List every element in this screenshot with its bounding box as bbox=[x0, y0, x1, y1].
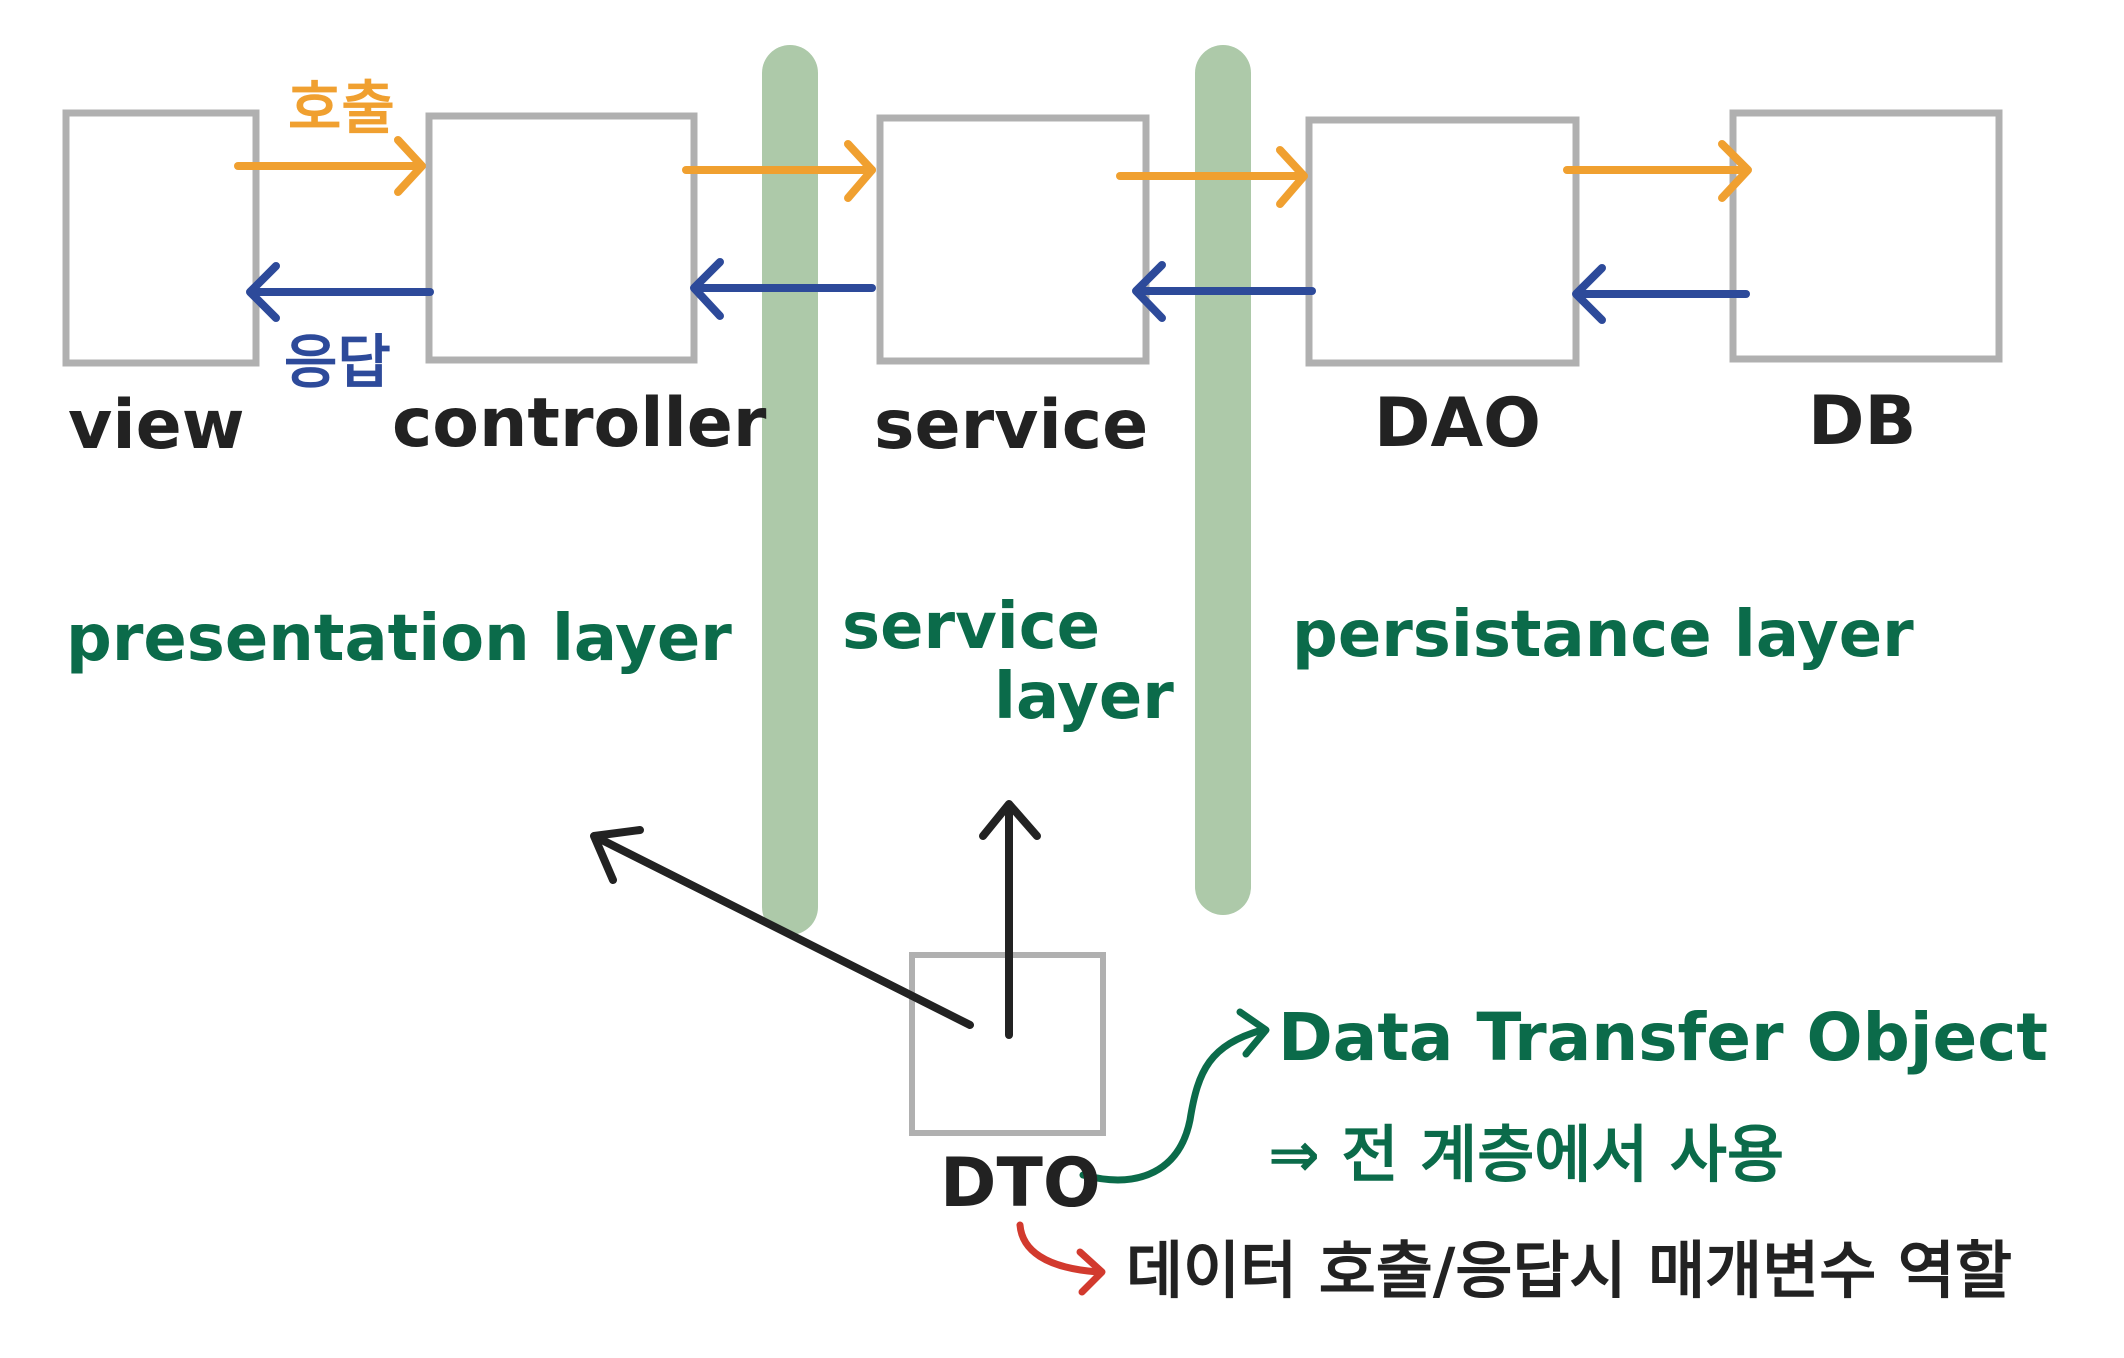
call-arrow-dao-db bbox=[1563, 140, 1752, 202]
response-label: 응답 bbox=[284, 328, 391, 396]
call-arrow-view-controller bbox=[234, 136, 426, 196]
dao-label: DAO bbox=[1374, 384, 1541, 463]
dto-definition-arrow bbox=[1079, 1008, 1270, 1184]
view-box bbox=[62, 109, 260, 367]
call-arrow-controller-service bbox=[682, 140, 876, 202]
dao-box bbox=[1305, 116, 1580, 367]
db-label: DB bbox=[1808, 382, 1916, 461]
dto-label: DTO bbox=[940, 1144, 1101, 1223]
layer-divider-left bbox=[762, 45, 818, 935]
service-layer-label-line1: service bbox=[842, 590, 1100, 664]
response-arrow-service-controller bbox=[690, 258, 876, 320]
response-arrow-dao-service bbox=[1132, 261, 1316, 322]
response-arrow-controller-view bbox=[246, 262, 434, 322]
dto-to-presentation-arrow bbox=[590, 826, 974, 1029]
service-layer-label-line2: layer bbox=[994, 660, 1174, 734]
persistence-layer-label: persistance layer bbox=[1292, 598, 1914, 672]
controller-box bbox=[425, 112, 698, 364]
response-arrow-db-dao bbox=[1572, 264, 1750, 324]
dto-usage-note: ⇒ 전 계층에서 사용 bbox=[1268, 1118, 1784, 1191]
service-box bbox=[876, 114, 1150, 365]
call-arrow-service-dao bbox=[1116, 146, 1308, 208]
service-label: service bbox=[874, 386, 1148, 465]
call-label: 호출 bbox=[288, 74, 395, 142]
db-box bbox=[1729, 109, 2003, 363]
dto-role-arrow bbox=[1016, 1221, 1106, 1296]
dto-full-name: Data Transfer Object bbox=[1278, 999, 2048, 1076]
presentation-layer-label: presentation layer bbox=[66, 602, 732, 676]
dto-to-service-arrow bbox=[979, 800, 1041, 1039]
controller-label: controller bbox=[392, 384, 767, 463]
layer-divider-right bbox=[1195, 45, 1251, 915]
view-label: view bbox=[68, 386, 245, 465]
dto-role-note: 데이터 호출/응답시 매개변수 역할 bbox=[1126, 1234, 2012, 1307]
